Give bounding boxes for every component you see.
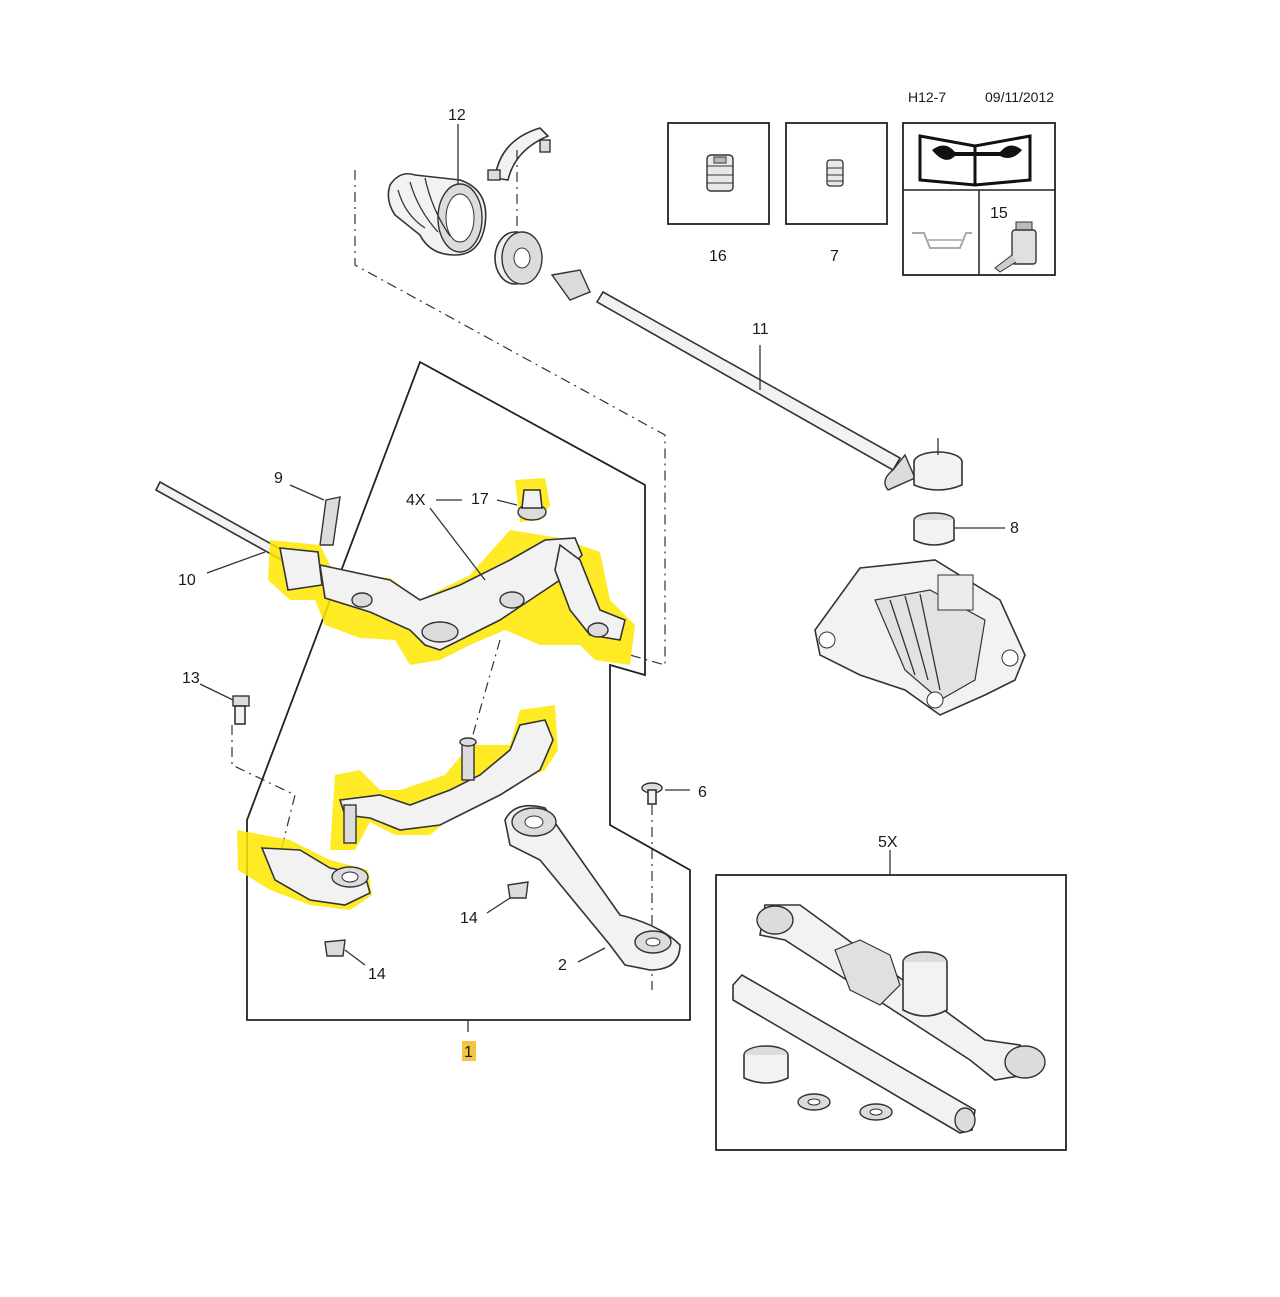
callout-12: 12: [448, 107, 466, 124]
callout-1: 1: [464, 1044, 473, 1061]
box-part-5x[interactable]: [715, 874, 1067, 1151]
diagram-code: H12-7: [908, 89, 946, 105]
box-service-info[interactable]: 15: [902, 122, 1056, 276]
small-insert-icon: [826, 159, 844, 187]
callout-16: 16: [709, 248, 727, 265]
callout-17: 17: [471, 491, 489, 508]
part-8-bushing[interactable]: [913, 512, 955, 546]
lubricant-tray-icon: [912, 232, 972, 249]
dashed-guide-upper: [354, 170, 666, 666]
callout-11: 11: [752, 321, 769, 338]
part-14-clip-upper[interactable]: [507, 881, 529, 899]
lower-selector-plate[interactable]: [338, 719, 554, 844]
threaded-insert-icon: [706, 154, 734, 192]
upper-shift-lever[interactable]: [279, 537, 626, 651]
callout-2: 2: [558, 957, 567, 974]
callout-9: 9: [274, 470, 283, 487]
callout-1-highlight: [462, 1041, 476, 1061]
callout-4x: 4X: [406, 492, 426, 509]
dashed-guide-pin: [469, 639, 501, 746]
part-9-pin[interactable]: [319, 496, 341, 546]
part-17-nut[interactable]: [517, 489, 547, 521]
diagram-date: 09/11/2012: [985, 89, 1054, 105]
assembly-frame-1: [246, 360, 691, 1021]
callout-8: 8: [1010, 520, 1019, 537]
callout-10: 10: [178, 572, 196, 589]
callout-14-lower: 14: [368, 966, 386, 983]
grease-tube-icon: [994, 221, 1037, 273]
part-11-shift-rod[interactable]: [550, 269, 916, 491]
callout-14-upper: 14: [460, 910, 478, 927]
callout-5x: 5X: [878, 834, 898, 851]
dashed-guide-bolt: [231, 725, 296, 856]
box-part-16[interactable]: 16: [667, 122, 770, 265]
ring-grommet[interactable]: [494, 231, 543, 285]
part-13-bolt[interactable]: [232, 695, 250, 725]
part-14-clip-lower[interactable]: [324, 939, 346, 957]
box-part-7[interactable]: 7: [785, 122, 888, 265]
callout-7: 7: [830, 248, 839, 265]
manual-book-wrench-icon: [918, 134, 1032, 187]
part-2-arm[interactable]: [504, 804, 681, 971]
bracket-clip[interactable]: [487, 127, 551, 181]
callout-6: 6: [698, 784, 707, 801]
part-6-screw[interactable]: [641, 782, 663, 805]
shifter-housing[interactable]: [814, 559, 1026, 716]
callout-13: 13: [182, 670, 200, 687]
lower-bracket[interactable]: [260, 847, 371, 906]
callout-15: 15: [990, 205, 1008, 222]
part-12-boot[interactable]: [387, 172, 487, 256]
part-cup[interactable]: [913, 451, 963, 491]
